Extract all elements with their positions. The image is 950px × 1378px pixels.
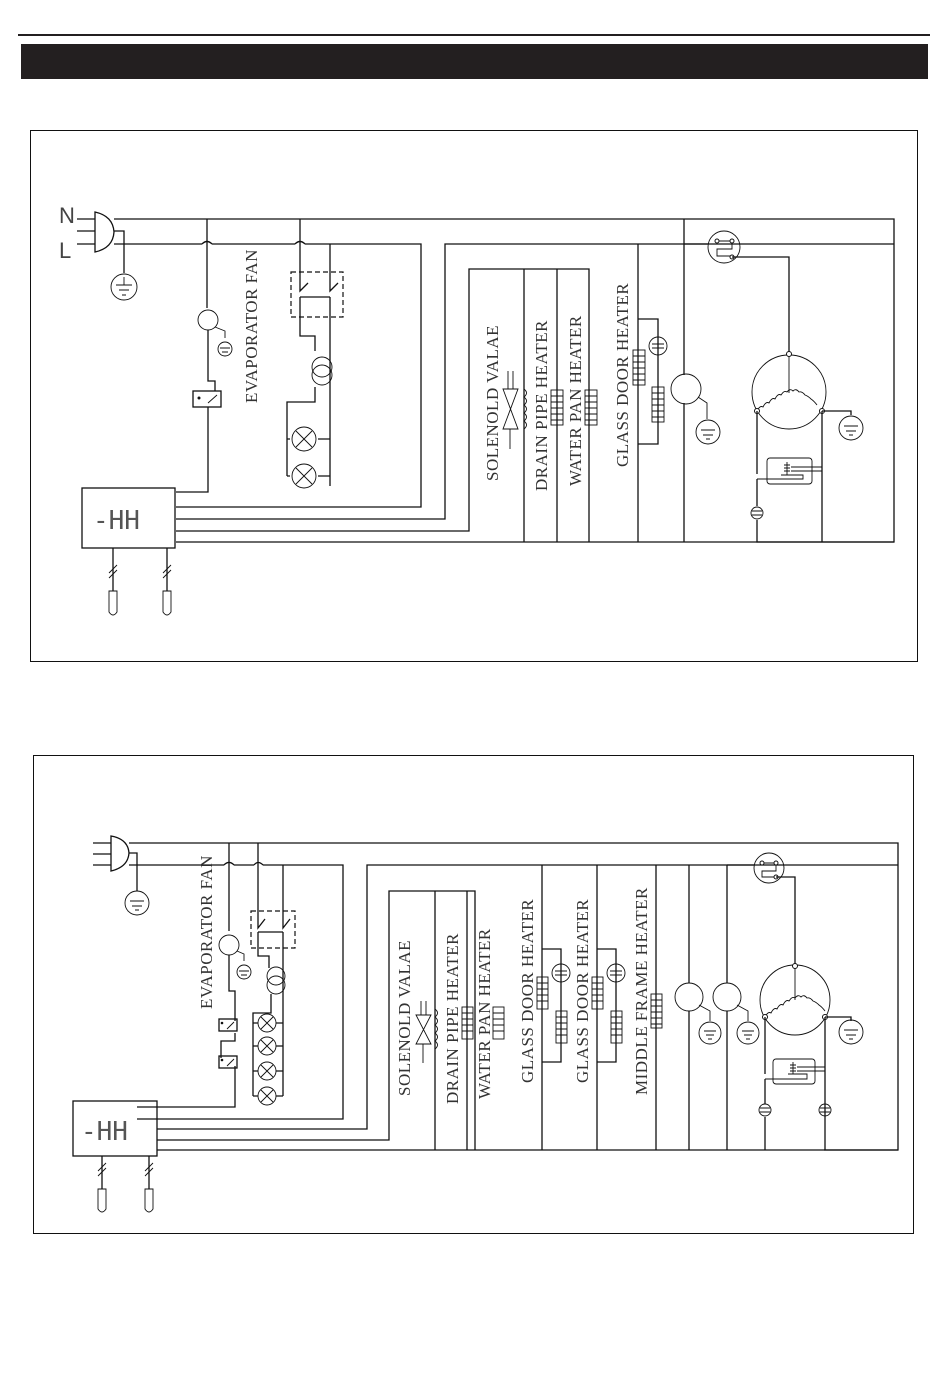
lamp-icon <box>258 1037 276 1055</box>
lamp-icon <box>292 427 316 451</box>
thermostat-switch-icon <box>193 391 221 407</box>
start-relay-icon <box>765 1059 825 1084</box>
compressor-icon <box>760 964 830 1036</box>
lamp-icon <box>258 1087 276 1105</box>
compressor-icon <box>752 352 826 430</box>
live-bus <box>129 865 343 1119</box>
water-pan-heater-label: WATER PAN HEATER <box>475 928 494 1099</box>
plug-label-l: L <box>59 238 71 263</box>
ground-icon <box>125 865 149 915</box>
controller-display: -HH <box>82 488 175 548</box>
door-switch-icon <box>291 272 343 317</box>
temperature-probe-icon <box>163 548 171 615</box>
wiring-diagram-1: N L EVAPORATOR FAN <box>30 130 918 662</box>
solenoid-valve-label: SOLENOLD VALAE <box>483 325 502 481</box>
temperature-probe-icon <box>145 1156 153 1212</box>
neutral-bus <box>129 843 898 1150</box>
glass-door-heater-label-2: GLASS DOOR HEATER <box>573 899 592 1083</box>
middle-frame-heater-label: MIDDLE FRAME HEATER <box>632 887 651 1095</box>
transformer-icon <box>267 967 285 994</box>
lamp-icon <box>258 1062 276 1080</box>
temperature-probe-icon <box>109 548 117 615</box>
wiring-diagram-2-svg: EVAPORATOR FAN -HH SOLENOLD VALAE DRAIN … <box>34 756 915 1235</box>
controller-display: -HH <box>73 1101 157 1156</box>
ground-icon <box>839 1020 863 1044</box>
live-bus <box>114 244 421 507</box>
evaporator-fan-label: EVAPORATOR FAN <box>197 855 216 1009</box>
drain-pipe-heater-label: DRAIN PIPE HEATER <box>532 320 551 491</box>
solenoid-valve-label: SOLENOLD VALAE <box>395 940 414 1096</box>
solenoid-valve-icon <box>416 1001 438 1063</box>
glass-door-heater-label-1: GLASS DOOR HEATER <box>518 899 537 1083</box>
overload-protector-icon <box>708 231 740 263</box>
start-relay-icon <box>757 458 822 484</box>
ground-icon <box>111 244 137 300</box>
wiring-diagram-2: EVAPORATOR FAN -HH SOLENOLD VALAE DRAIN … <box>33 755 914 1234</box>
condenser-fan-motor-icon <box>713 983 759 1044</box>
water-pan-heater-icon <box>585 390 597 425</box>
plug-label-n: N <box>59 203 75 228</box>
plug-icon <box>93 836 137 871</box>
plug-icon: N L <box>59 203 124 263</box>
capacitor-icon <box>759 1104 771 1116</box>
display-readout: -HH <box>81 1117 128 1147</box>
evaporator-fan-label: EVAPORATOR FAN <box>242 249 261 403</box>
glass-door-heater-label: GLASS DOOR HEATER <box>613 283 632 467</box>
temperature-probe-icon <box>98 1156 106 1212</box>
condenser-fan-motor-icon <box>671 374 720 444</box>
ground-icon <box>839 416 863 440</box>
top-rule <box>18 34 930 36</box>
solenoid-valve-icon <box>503 371 527 449</box>
overload-protector-icon <box>754 853 784 883</box>
evaporator-fan-motor-icon <box>219 935 251 979</box>
capacitor-icon <box>751 507 763 519</box>
drain-pipe-heater-label: DRAIN PIPE HEATER <box>443 933 462 1104</box>
transformer-icon <box>312 357 332 385</box>
lamp-icon <box>258 1014 276 1032</box>
wiring-diagram-1-svg: N L EVAPORATOR FAN <box>31 131 919 663</box>
thermostat-switch-icon <box>219 1056 237 1068</box>
section-title-bar <box>21 44 928 79</box>
water-pan-heater-icon <box>493 1007 504 1039</box>
thermostat-switch-icon <box>219 1019 237 1031</box>
lamp-icon <box>292 464 316 488</box>
neutral-bus <box>114 219 894 542</box>
water-pan-heater-label: WATER PAN HEATER <box>566 315 585 486</box>
evaporator-fan-motor-icon <box>198 310 232 356</box>
display-readout: -HH <box>93 506 140 536</box>
